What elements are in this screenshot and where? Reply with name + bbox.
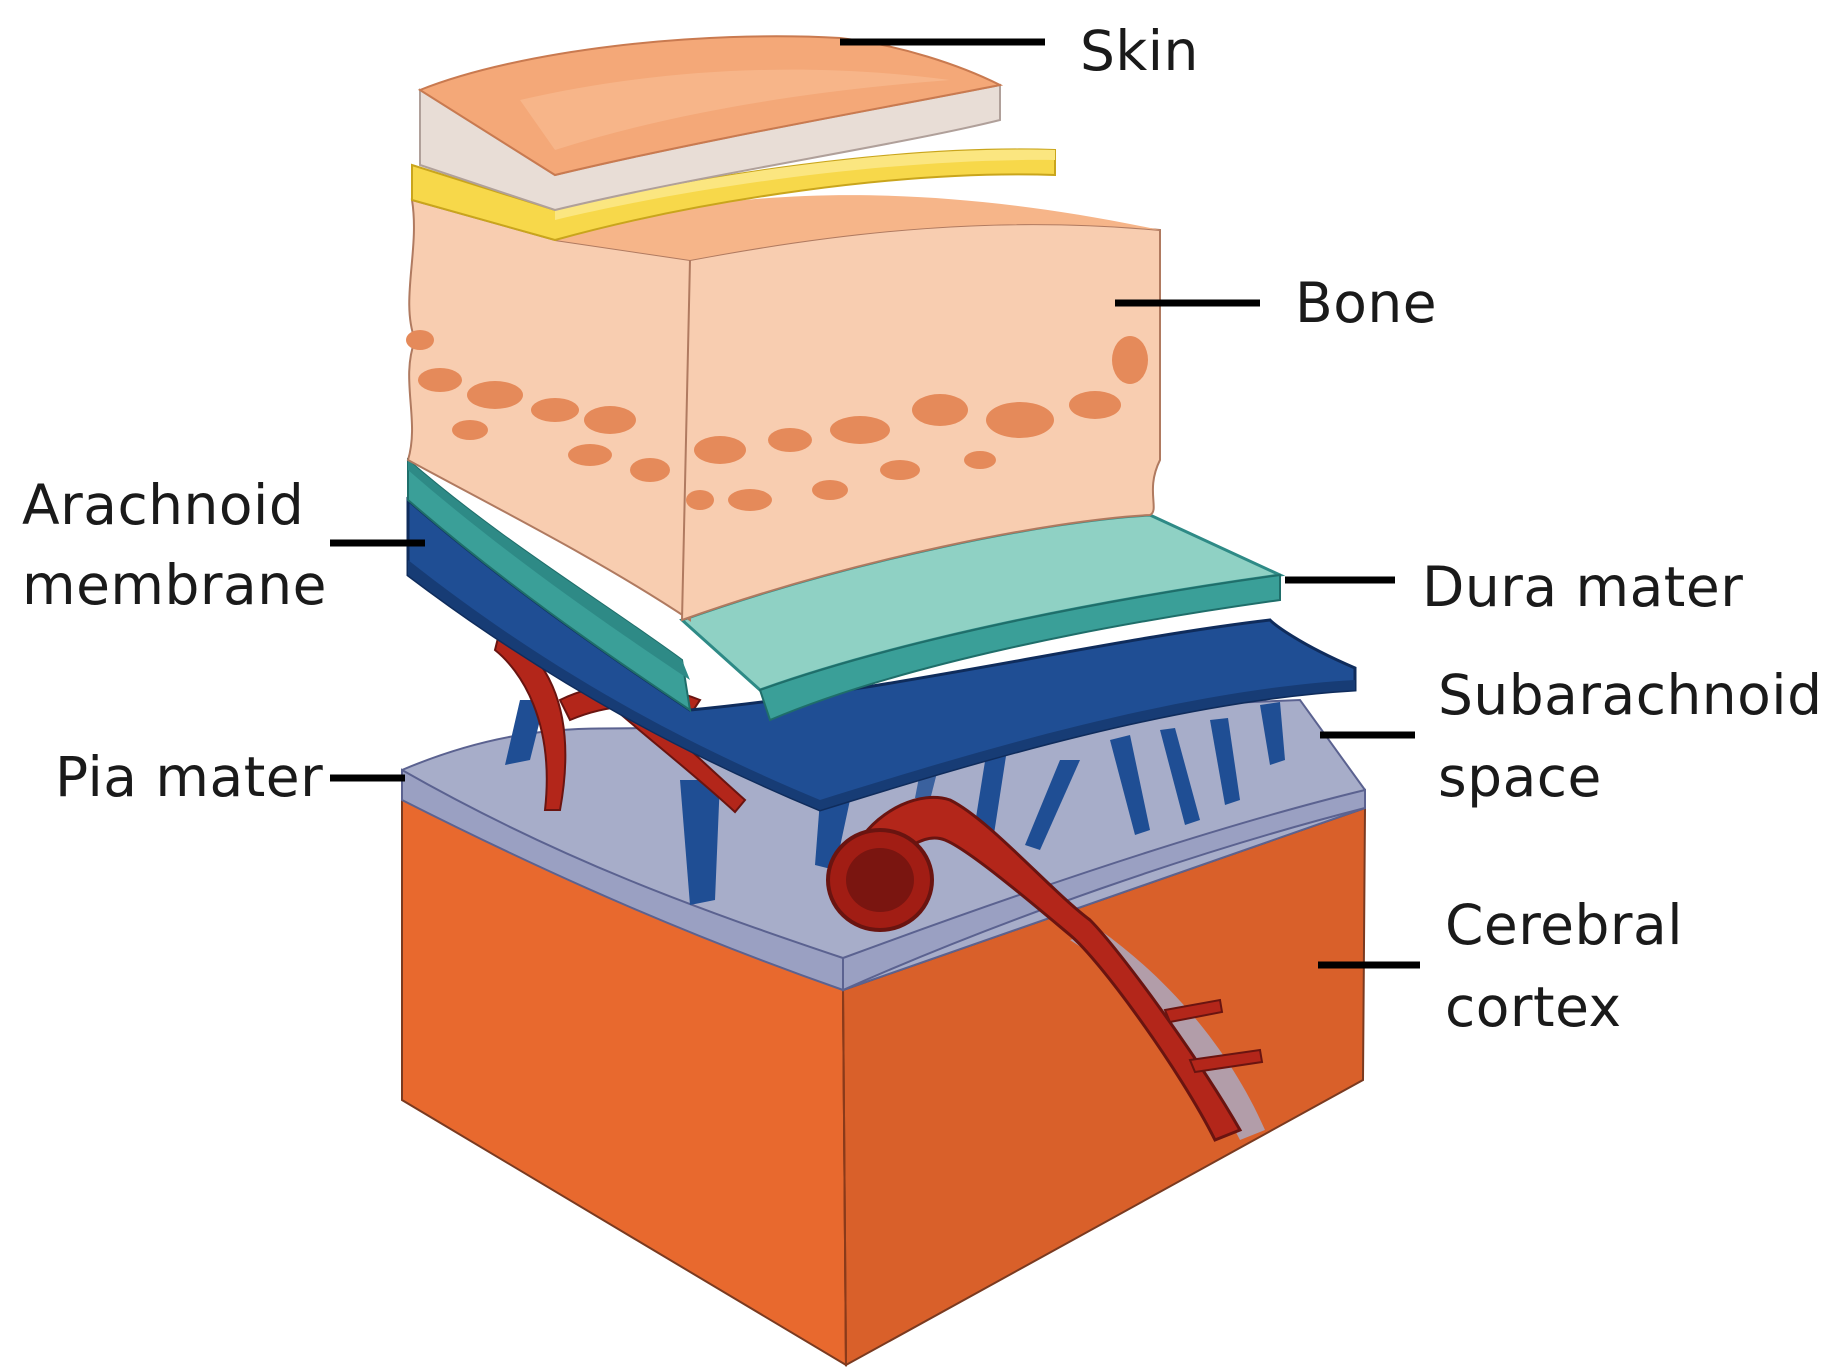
label-subarachnoid-line2: space [1438,738,1602,816]
label-bone: Bone [1295,264,1437,342]
label-pia-mater: Pia mater [55,738,323,816]
label-dura-mater: Dura mater [1422,548,1743,626]
label-subarachnoid-line1: Subarachnoid [1438,656,1823,734]
label-arachnoid-line1: Arachnoid [22,466,304,544]
label-cerebral-line2: cortex [1445,968,1622,1046]
label-arachnoid-line2: membrane [22,546,327,624]
label-skin: Skin [1080,12,1199,90]
label-cerebral-line1: Cerebral [1445,886,1683,964]
